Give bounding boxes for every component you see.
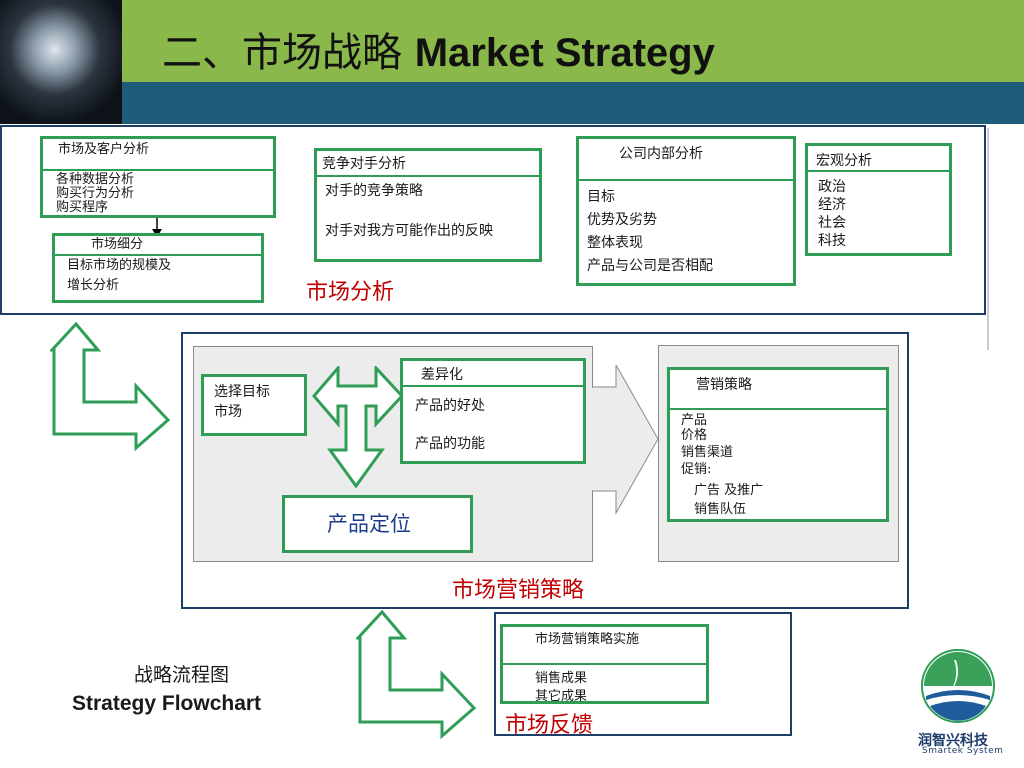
competitor-title: 竞争对手分析 bbox=[322, 156, 406, 172]
page-title-en: Market Strategy bbox=[414, 31, 715, 75]
market-analysis-label: 市场分析 bbox=[306, 280, 395, 305]
right-edge-line bbox=[987, 128, 989, 350]
macro-item: 政治 bbox=[818, 179, 846, 195]
tactics-title: 营销策略 bbox=[696, 377, 752, 393]
header-subband bbox=[122, 82, 1024, 124]
customer-item: 购买程序 bbox=[56, 200, 109, 215]
customer-item: 各种数据分析 bbox=[56, 172, 135, 187]
tactics-item: 产品 bbox=[681, 413, 708, 428]
logo-text: 润智兴科技 bbox=[918, 733, 988, 749]
tactics-item: 销售队伍 bbox=[694, 502, 747, 517]
implementation-title: 市场营销策略实施 bbox=[535, 632, 640, 647]
split-arrow-icon bbox=[312, 366, 404, 489]
logo-subtext: Smartek System bbox=[922, 746, 1004, 756]
segmentation-box: 市场细分 目标市场的规模及 增长分析 bbox=[52, 233, 264, 303]
target-line: 选择目标 bbox=[214, 384, 270, 400]
page-title-cn: 二、市场战略 bbox=[162, 30, 402, 76]
internal-item: 目标 bbox=[587, 189, 615, 205]
target-market-box: 选择目标 市场 bbox=[201, 374, 307, 436]
differentiation-item: 产品的好处 bbox=[415, 398, 485, 414]
implementation-box: 市场营销策略实施 销售成果 其它成果 bbox=[500, 624, 709, 704]
tactics-item: 价格 bbox=[681, 428, 708, 443]
macro-item: 经济 bbox=[818, 197, 846, 213]
marketing-strategy-label: 市场营销策略 bbox=[452, 578, 585, 603]
internal-item: 优势及劣势 bbox=[587, 212, 657, 228]
customer-analysis-box: 市场及客户分析 各种数据分析 购买行为分析 购买程序 bbox=[40, 136, 276, 218]
header-band bbox=[122, 0, 1024, 82]
implementation-item: 销售成果 bbox=[535, 671, 588, 686]
page-title: 二、市场战略 Market Strategy bbox=[162, 20, 715, 78]
macro-analysis-box: 宏观分析 政治 经济 社会 科技 bbox=[805, 143, 952, 256]
positioning-title: 产品定位 bbox=[327, 512, 411, 536]
differentiation-title: 差异化 bbox=[421, 367, 463, 383]
implementation-item: 其它成果 bbox=[535, 689, 588, 704]
macro-title: 宏观分析 bbox=[816, 153, 872, 169]
competitor-analysis-box: 竞争对手分析 对手的竞争策略 对手对我方可能作出的反映 bbox=[314, 148, 542, 262]
segmentation-title: 市场细分 bbox=[91, 237, 144, 252]
flow-arrow-left-icon bbox=[50, 322, 171, 452]
internal-analysis-box: 公司内部分析 目标 优势及劣势 整体表现 产品与公司是否相配 bbox=[576, 136, 796, 286]
differentiation-item: 产品的功能 bbox=[415, 436, 485, 452]
customer-analysis-title: 市场及客户分析 bbox=[58, 142, 150, 157]
segmentation-item: 目标市场的规模及 bbox=[67, 258, 172, 273]
tactics-box: 营销策略 产品 价格 销售渠道 促销: 广告 及推广 销售队伍 bbox=[667, 367, 889, 522]
tactics-item: 广告 及推广 bbox=[694, 483, 764, 498]
arrow-joint bbox=[592, 388, 594, 490]
positioning-box: 产品定位 bbox=[282, 495, 473, 553]
header-car-photo bbox=[0, 0, 122, 124]
differentiation-box: 差异化 产品的好处 产品的功能 bbox=[400, 358, 586, 464]
company-logo-icon bbox=[921, 649, 995, 723]
target-line: 市场 bbox=[214, 404, 242, 420]
big-right-arrow-icon bbox=[592, 365, 659, 515]
macro-item: 社会 bbox=[818, 215, 846, 231]
internal-title: 公司内部分析 bbox=[619, 146, 703, 162]
internal-item: 整体表现 bbox=[587, 235, 643, 251]
tactics-item: 促销: bbox=[681, 462, 712, 477]
tactics-item: 销售渠道 bbox=[681, 445, 734, 460]
feedback-label: 市场反馈 bbox=[505, 713, 594, 738]
caption-en: Strategy Flowchart bbox=[72, 692, 262, 715]
segmentation-item: 增长分析 bbox=[67, 278, 120, 293]
caption-cn: 战略流程图 bbox=[134, 664, 230, 686]
competitor-item: 对手的竞争策略 bbox=[325, 183, 423, 199]
macro-item: 科技 bbox=[818, 233, 846, 249]
competitor-item: 对手对我方可能作出的反映 bbox=[325, 223, 493, 239]
flow-arrow-bottom-icon bbox=[356, 610, 477, 740]
internal-item: 产品与公司是否相配 bbox=[587, 258, 713, 274]
customer-item: 购买行为分析 bbox=[56, 186, 135, 201]
